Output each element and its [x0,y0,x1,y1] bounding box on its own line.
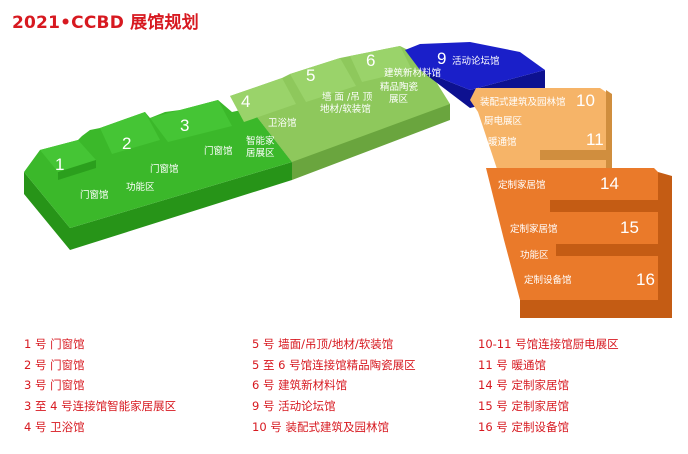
link-15-16-label: 功能区 [520,249,549,261]
legend-item: 5 号 墙面/吊顶/地材/软装馆 [252,337,394,351]
legend-item: 10-11 号馆连接馆厨电展区 [478,337,619,351]
legend-item: 3 至 4 号连接馆智能家居展区 [24,399,177,414]
hall-14-label: 定制家居馆 [498,179,546,191]
legend-item: 9 号 活动论坛馆 [252,399,336,414]
peach-block-side [606,90,612,180]
hall-10-number: 10 [576,91,595,110]
legend-item: 5 至 6 号馆连接馆精品陶瓷展区 [252,357,416,372]
hall-11-label: 暖通馆 [488,136,517,148]
legend-column-1: 1 号 门窗馆 2 号 门窗馆 3 号 门窗馆 3 至 4 号连接馆智能家居展区… [24,334,176,438]
legend-item: 2 号 门窗馆 [24,357,85,372]
legend-item: 14 号 定制家居馆 [478,378,569,393]
legend-item: 11 号 暖通馆 [478,357,546,372]
hall-2-number: 2 [122,134,131,153]
hall-14-number: 14 [600,174,619,193]
hall-6-label: 建筑新材料馆 [384,67,441,79]
legend-item: 4 号 卫浴馆 [24,419,85,434]
legend-column-2: 5 号 墙面/吊顶/地材/软装馆 5 至 6 号馆连接馆精品陶瓷展区 6 号 建… [252,334,416,438]
hall-1-wing-side [58,160,96,180]
blue-block-top [405,42,545,90]
hall-9-label: 活动论坛馆 [452,55,500,67]
legend-item: 6 号 建筑新材料馆 [252,378,348,393]
hall-6-number: 6 [366,51,375,70]
orange-notch-2 [556,244,658,256]
hall-11-number: 11 [586,130,604,149]
hall-16-number: 16 [636,270,655,289]
green-block-top [24,100,292,228]
lightgreen-hall-block [230,46,450,180]
page-title: 2021•CCBD 展馆规划 [12,13,199,33]
hall-15-label: 定制家居馆 [510,223,558,235]
peach-notch [540,150,606,160]
hall-3-wing [150,100,232,142]
exhibition-hall-map: 1 门窗馆 2 门窗馆 功能区 3 门窗馆 智能家 居展区 4 卫浴馆 5 墙 … [24,42,672,318]
legend-item: 1 号 门窗馆 [24,337,85,351]
orange-hall-block [486,168,672,318]
hall-5-wing [290,58,356,102]
hall-5-label-2: 地材/软装馆 [320,103,371,115]
legend-item: 16 号 定制设备馆 [478,419,569,434]
peach-hall-block [470,88,612,180]
hall-1-label: 门窗馆 [80,189,109,201]
hall-4-label: 卫浴馆 [268,117,297,129]
hall-15-number: 15 [620,218,639,237]
hall-1-wing [40,140,96,172]
link-2-3-label: 功能区 [126,181,155,193]
hall-3-number: 3 [180,116,189,135]
link-5-6-label-2: 展区 [389,94,409,105]
hall-5-number: 5 [306,66,315,85]
hall-16-label: 定制设备馆 [524,274,572,286]
hall-2-wing [100,112,160,154]
link-3-4-label-1: 智能家 [246,135,275,147]
hall-1-number: 1 [55,155,64,174]
hall-2-label: 门窗馆 [150,163,179,175]
hall-4-number: 4 [241,92,250,111]
hall-9-number: 9 [437,49,446,68]
legend-item: 15 号 定制家居馆 [478,399,569,414]
orange-block-side [520,300,672,318]
hall-6-wing [350,46,412,82]
legend-item: 3 号 门窗馆 [24,378,85,393]
legend-column-3: 10-11 号馆连接馆厨电展区 11 号 暖通馆 14 号 定制家居馆 15 号… [478,334,619,438]
green-hall-block [24,100,292,250]
orange-block-right [658,172,672,318]
link-3-4-label-2: 居展区 [246,148,275,159]
hall-4-wing [230,78,296,122]
legend-item: 10 号 装配式建筑及园林馆 [252,419,389,434]
lightgreen-block-top [230,46,450,162]
orange-notch-1 [550,200,658,212]
link-10-11-label: 厨电展区 [484,115,523,127]
link-5-6-label-1: 精品陶瓷 [380,81,419,93]
hall-10-label: 装配式建筑及园林馆 [480,96,566,108]
hall-3-label: 门窗馆 [204,145,233,157]
hall-5-label-1: 墙 面 /吊 顶 [322,91,373,103]
green-block-side [24,162,292,250]
